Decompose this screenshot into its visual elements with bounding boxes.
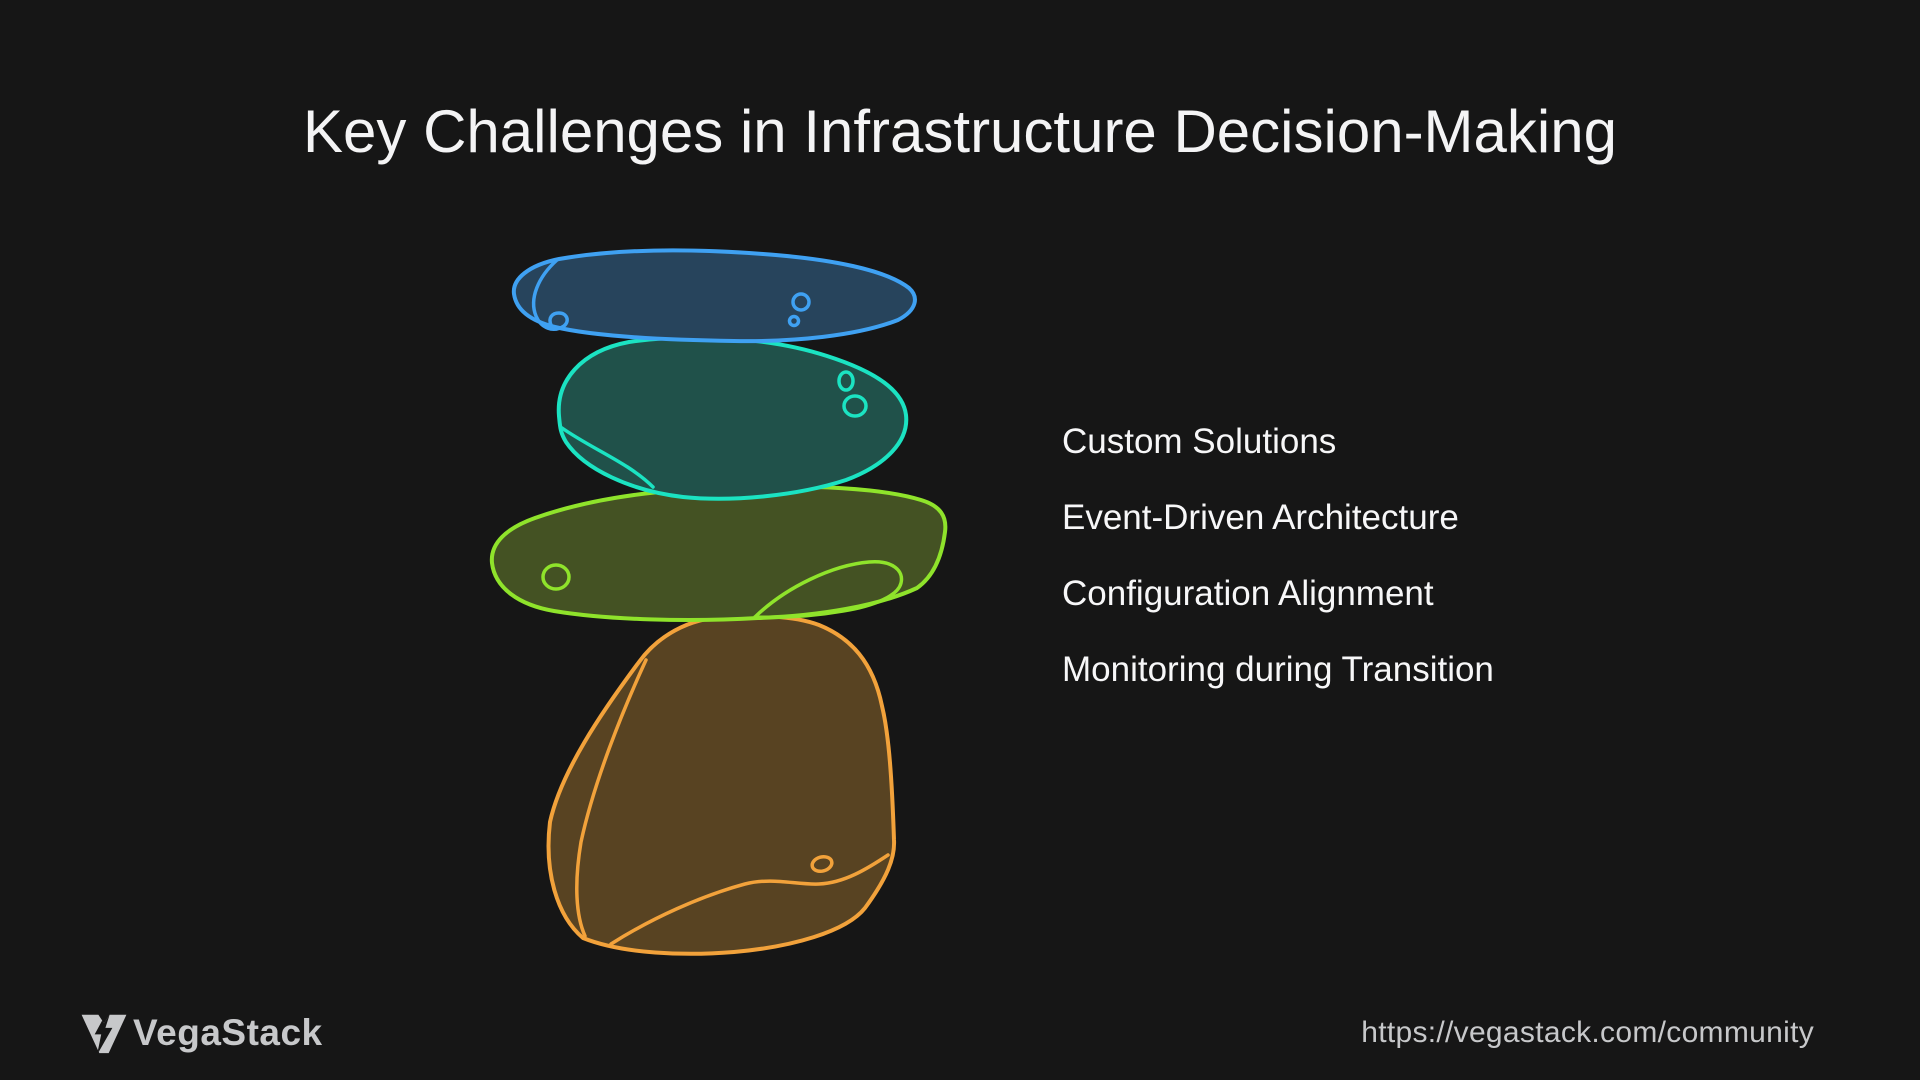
stone-monitoring <box>546 614 897 956</box>
stone-speckle <box>837 370 855 392</box>
stone-body <box>546 614 897 956</box>
stone-body <box>556 335 909 501</box>
challenge-item-event-driven: Event-Driven Architecture <box>1062 498 1459 537</box>
stone-fold-line <box>609 853 890 946</box>
challenge-item-custom-solutions: Custom Solutions <box>1062 422 1337 461</box>
stone-body <box>489 484 948 622</box>
stone-speckle <box>810 855 834 873</box>
stone-fold-line <box>560 426 655 489</box>
challenge-item-monitoring: Monitoring during Transition <box>1062 650 1494 689</box>
stone-fold-line <box>753 560 904 619</box>
stone-speckle <box>787 314 801 328</box>
stone-speckle <box>541 563 571 591</box>
stone-speckle <box>842 394 868 418</box>
stone-body <box>511 248 917 344</box>
challenge-item-configuration: Configuration Alignment <box>1062 574 1434 613</box>
stone-speckle <box>791 292 811 312</box>
brand-lockup: VegaStack <box>80 1012 323 1054</box>
stone-fold-line <box>531 258 569 331</box>
footer-url: https://vegastack.com/community <box>1361 1016 1814 1049</box>
stone-event-driven <box>556 335 909 501</box>
vegastack-logo-icon <box>81 1014 127 1054</box>
brand-name: VegaStack <box>133 1012 323 1053</box>
page-title: Key Challenges in Infrastructure Decisio… <box>303 98 1617 165</box>
stone-custom-solutions <box>511 248 917 344</box>
stone-configuration <box>489 484 948 622</box>
stone-fold-line <box>575 658 648 938</box>
challenge-list: Custom Solutions Event-Driven Architectu… <box>1062 424 1494 688</box>
